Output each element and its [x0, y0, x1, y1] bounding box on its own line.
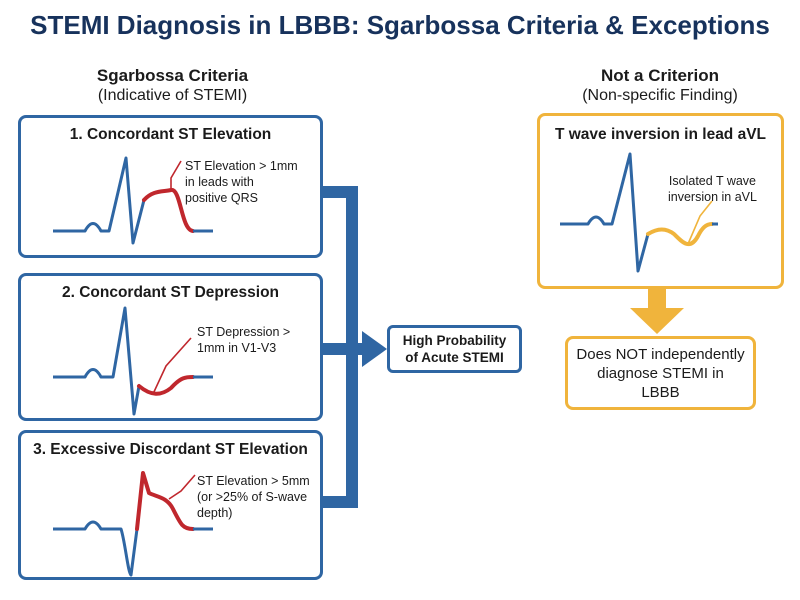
outcome-line: of Acute STEMI — [405, 350, 504, 365]
down-arrow-head — [630, 308, 684, 334]
criterion-note-3: ST Elevation > 5mm (or >25% of S-wave de… — [197, 473, 310, 521]
outcome-line: High Probability — [402, 333, 507, 348]
note-line: ST Depression > — [197, 325, 291, 339]
down-arrow-shaft — [648, 288, 666, 310]
exception-title: T wave inversion in lead aVL — [554, 126, 767, 143]
result-line: diagnose STEMI in — [597, 364, 724, 382]
note-line: ST Elevation > 1mm — [185, 159, 298, 173]
outcome-box: High Probability of Acute STEMI — [387, 325, 522, 373]
note-line: 1mm in V1-V3 — [197, 341, 277, 355]
note-line: (or >25% of S-wave — [197, 490, 308, 504]
exception-box: T wave inversion in lead aVL Isolated T … — [537, 113, 784, 289]
connector-shaft — [346, 343, 366, 355]
note-line: inversion in aVL — [668, 190, 757, 204]
ecg-discordant-elevation — [53, 471, 213, 577]
ecg-t-wave-inversion — [560, 152, 718, 273]
criterion-box-1: 1. Concordant ST Elevation ST Elevation … — [18, 115, 323, 258]
note-line: ST Elevation > 5mm — [197, 474, 310, 488]
ecg-concordant-elevation — [53, 156, 213, 245]
criterion-note-1: ST Elevation > 1mm in leads with positiv… — [185, 158, 298, 206]
criterion-title-1: 1. Concordant ST Elevation — [69, 126, 272, 143]
exception-heading-subtitle: (Non-specific Finding) — [582, 87, 738, 104]
criterion-title-2: 2. Concordant ST Depression — [61, 284, 280, 301]
note-line: in leads with — [185, 175, 254, 189]
result-line: Does NOT independently — [576, 345, 745, 363]
criteria-heading-title: Sgarbossa Criteria — [96, 66, 249, 85]
exception-result-box: Does NOT independently diagnose STEMI in… — [565, 336, 756, 410]
criteria-heading-subtitle: (Indicative of STEMI) — [97, 87, 248, 104]
criterion-box-3: 3. Excessive Discordant ST Elevation ST … — [18, 430, 323, 580]
criteria-heading: Sgarbossa Criteria (Indicative of STEMI) — [20, 66, 325, 106]
criterion-title-3: 3. Excessive Discordant ST Elevation — [33, 441, 308, 458]
result-line: LBBB — [641, 383, 680, 401]
exception-heading: Not a Criterion (Non-specific Finding) — [535, 66, 785, 106]
criterion-note-2: ST Depression > 1mm in V1-V3 — [197, 324, 290, 356]
criterion-box-2: 2. Concordant ST Depression ST Depressio… — [18, 273, 323, 421]
note-line: positive QRS — [185, 191, 258, 205]
page-title: STEMI Diagnosis in LBBB: Sgarbossa Crite… — [30, 10, 770, 40]
exception-note: Isolated T wave inversion in aVL — [668, 173, 757, 205]
exception-heading-title: Not a Criterion — [600, 66, 720, 85]
ecg-concordant-depression — [53, 306, 213, 416]
connector-arrowhead — [362, 331, 387, 367]
note-line: depth) — [197, 506, 233, 520]
note-line: Isolated T wave — [668, 174, 757, 188]
